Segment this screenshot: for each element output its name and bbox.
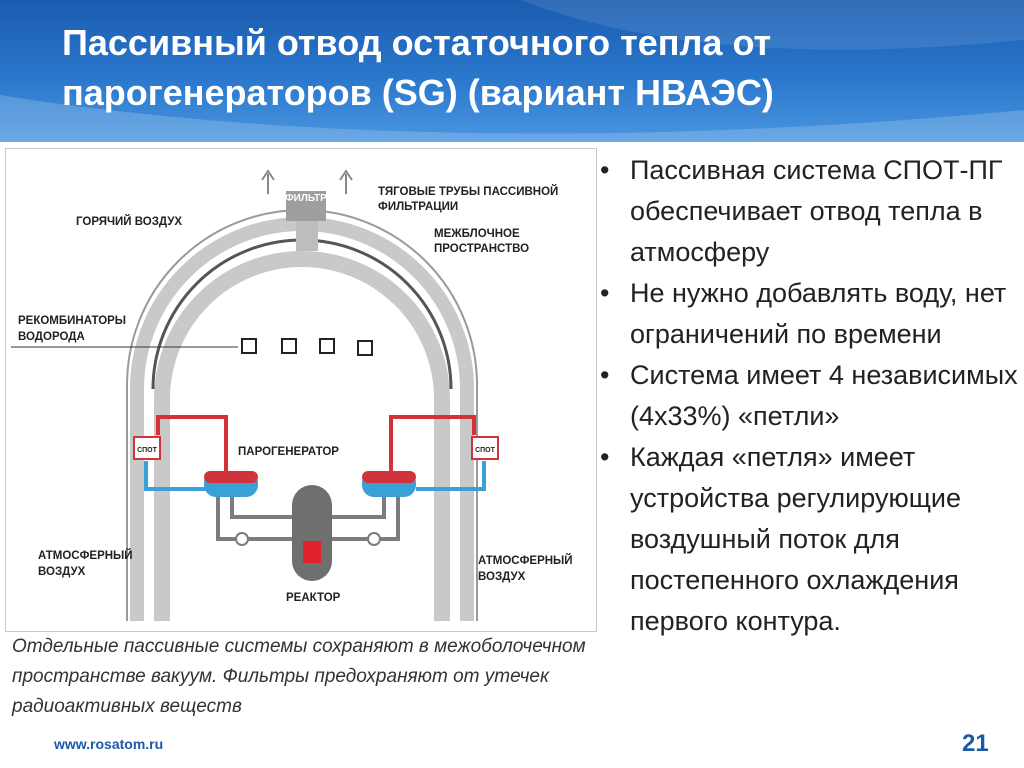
primary-loop-pipes <box>216 497 400 541</box>
atm-air-right-label: АТМОСФЕРНЫЙ <box>478 554 573 567</box>
atm-air-left-label-2: ВОЗДУХ <box>38 566 86 578</box>
bullet-item: • Каждая «петля» имеет устройства регулир… <box>598 437 1018 642</box>
interspace-label-2: ПРОСТРАНСТВО <box>434 243 529 255</box>
recombiners-label: РЕКОМБИНАТОРЫ <box>18 315 126 327</box>
bullet-item: • Пассивная система СПОТ-ПГ обеспечивает … <box>598 150 1018 273</box>
header-wave-decoration <box>0 0 1024 142</box>
bullet-text: Не нужно добавлять воду, нет ограничений… <box>630 278 1007 349</box>
draft-pipes-label-2: ФИЛЬТРАЦИИ <box>378 201 458 213</box>
recombiner-box <box>357 340 373 356</box>
atm-air-left-label: АТМОСФЕРНЫЙ <box>38 549 133 562</box>
steam-generator-label: ПАРОГЕНЕРАТОР <box>238 446 339 458</box>
spot-label-left: СПОТ <box>137 447 158 454</box>
recombiner-box <box>319 338 335 354</box>
bullet-marker: • <box>600 360 610 390</box>
hot-air-label: ГОРЯЧИЙ ВОЗДУХ <box>76 215 182 228</box>
cold-pipe-right <box>416 461 486 491</box>
exhaust-arrow-icon <box>261 169 275 194</box>
diagram-caption: Отдельные пассивные системы сохраняют в … <box>12 636 586 717</box>
draft-pipes-label: ТЯГОВЫЕ ТРУБЫ ПАССИВНОЙ <box>378 185 558 198</box>
hot-pipe-left <box>156 415 228 475</box>
bullet-marker: • <box>600 278 610 308</box>
recombiners-label-2: ВОДОРОДА <box>18 331 85 343</box>
bullet-marker: • <box>600 442 610 472</box>
atm-air-right-label-2: ВОЗДУХ <box>478 571 526 583</box>
spot-label-right: СПОТ <box>475 447 496 454</box>
inner-containment-shell <box>154 251 450 621</box>
bullet-list: • Пассивная система СПОТ-ПГ обеспечивает … <box>598 150 1018 642</box>
reactor-label: РЕАКТОР <box>286 592 341 604</box>
recombiner-box <box>281 338 297 354</box>
containment-diagram: ФИЛЬТР СПОТ СПОТ ТЯГОВЫЕ ТРУБЫ ПА <box>11 169 573 621</box>
page-title: Пассивный отвод остаточного тепла от пар… <box>62 22 774 113</box>
bullet-text: Каждая «петля» имеет устройства регулиру… <box>630 442 962 636</box>
reactor-vessel <box>292 485 332 581</box>
bullet-marker: • <box>600 155 610 185</box>
filter-stem <box>296 221 318 251</box>
recombiner-box <box>241 338 257 354</box>
interspace-label: МЕЖБЛОЧНОЕ <box>434 228 520 240</box>
cold-pipe-left <box>144 461 206 491</box>
page-number: 21 <box>962 730 989 757</box>
filter-block <box>286 191 326 221</box>
bullet-text: Система имеет 4 независимых (4х33%) «пет… <box>630 360 1018 431</box>
exhaust-arrow-icon <box>339 169 353 194</box>
header-banner: Пассивный отвод остаточного тепла от пар… <box>0 0 1024 142</box>
steam-generator-right-top <box>362 471 416 483</box>
steam-generator-left-top <box>204 471 258 483</box>
spot-unit-right <box>471 436 499 460</box>
bullet-item: • Не нужно добавлять воду, нет ограничени… <box>598 273 1018 355</box>
pump-icon <box>235 532 249 546</box>
spot-unit-left <box>133 436 161 460</box>
filter-label: ФИЛЬТР <box>285 193 327 204</box>
bullet-text: Пассивная система СПОТ-ПГ обеспечивает о… <box>630 155 1003 267</box>
footer-url[interactable]: www.rosatom.ru <box>54 736 164 752</box>
bullet-item: • Система имеет 4 независимых (4х33%) «пе… <box>598 355 1018 437</box>
pump-icon <box>367 532 381 546</box>
reactor-core <box>303 541 321 563</box>
diagram-frame: ФИЛЬТР СПОТ СПОТ ТЯГОВЫЕ ТРУБЫ ПА <box>5 148 597 632</box>
hot-pipe-right <box>389 415 476 475</box>
